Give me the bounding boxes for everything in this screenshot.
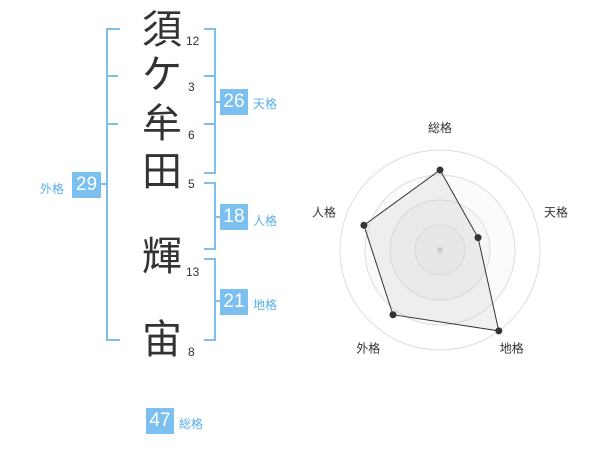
radar-point-1 (436, 166, 444, 174)
bracket-tick (106, 75, 118, 77)
radar-point-4 (389, 311, 397, 319)
stroke-count-6: 8 (188, 345, 195, 359)
radar-axis-label-4: 外格 (356, 341, 380, 356)
stroke-count-3: 6 (188, 128, 195, 142)
stroke-count-4: 5 (188, 177, 195, 191)
radar-center (437, 247, 443, 253)
gaikaku-bracket (106, 28, 120, 341)
radar-point-5 (360, 221, 368, 229)
name-char-4: 田 (142, 149, 182, 195)
tenkaku-value: 26 (220, 89, 248, 115)
name-char-6: 宙 (142, 317, 182, 363)
gaikaku-value: 29 (72, 172, 101, 198)
radar-series-polygon (363, 169, 500, 332)
bracket-tick (96, 183, 106, 185)
bracket-tick (106, 123, 118, 125)
bracket-tick (204, 75, 216, 77)
gaikaku-label: 外格 (40, 182, 65, 196)
stroke-count-2: 3 (188, 80, 195, 94)
bracket-tick (204, 123, 216, 125)
name-char-2: ケ (142, 52, 182, 98)
radar-axis-label-3: 地格 (500, 341, 524, 356)
radar-point-3 (495, 327, 503, 335)
radar-axis-label-1: 総格 (428, 120, 452, 135)
name-char-1: 須 (142, 7, 182, 53)
radar-axis-label-5: 人格 (312, 204, 336, 219)
stroke-count-5: 13 (186, 265, 200, 279)
bracket-tick (214, 101, 220, 103)
chikaku-label: 地格 (253, 298, 278, 312)
stroke-count-1: 12 (186, 34, 200, 48)
tenkaku-label: 天格 (253, 97, 278, 111)
name-char-5: 輝 (142, 234, 182, 280)
soukaku-value: 47 (146, 408, 174, 434)
bracket-tick (214, 216, 220, 218)
chikaku-value: 21 (220, 289, 248, 315)
radar-point-2 (474, 234, 482, 242)
soukaku-label: 総格 (179, 417, 204, 431)
radar-axis-label-2: 天格 (544, 204, 568, 219)
chikaku-bracket (204, 258, 216, 341)
name-char-3: 牟 (142, 101, 182, 147)
bracket-tick (214, 300, 220, 302)
jinkaku-value: 18 (220, 204, 248, 230)
jinkaku-label: 人格 (253, 214, 278, 228)
